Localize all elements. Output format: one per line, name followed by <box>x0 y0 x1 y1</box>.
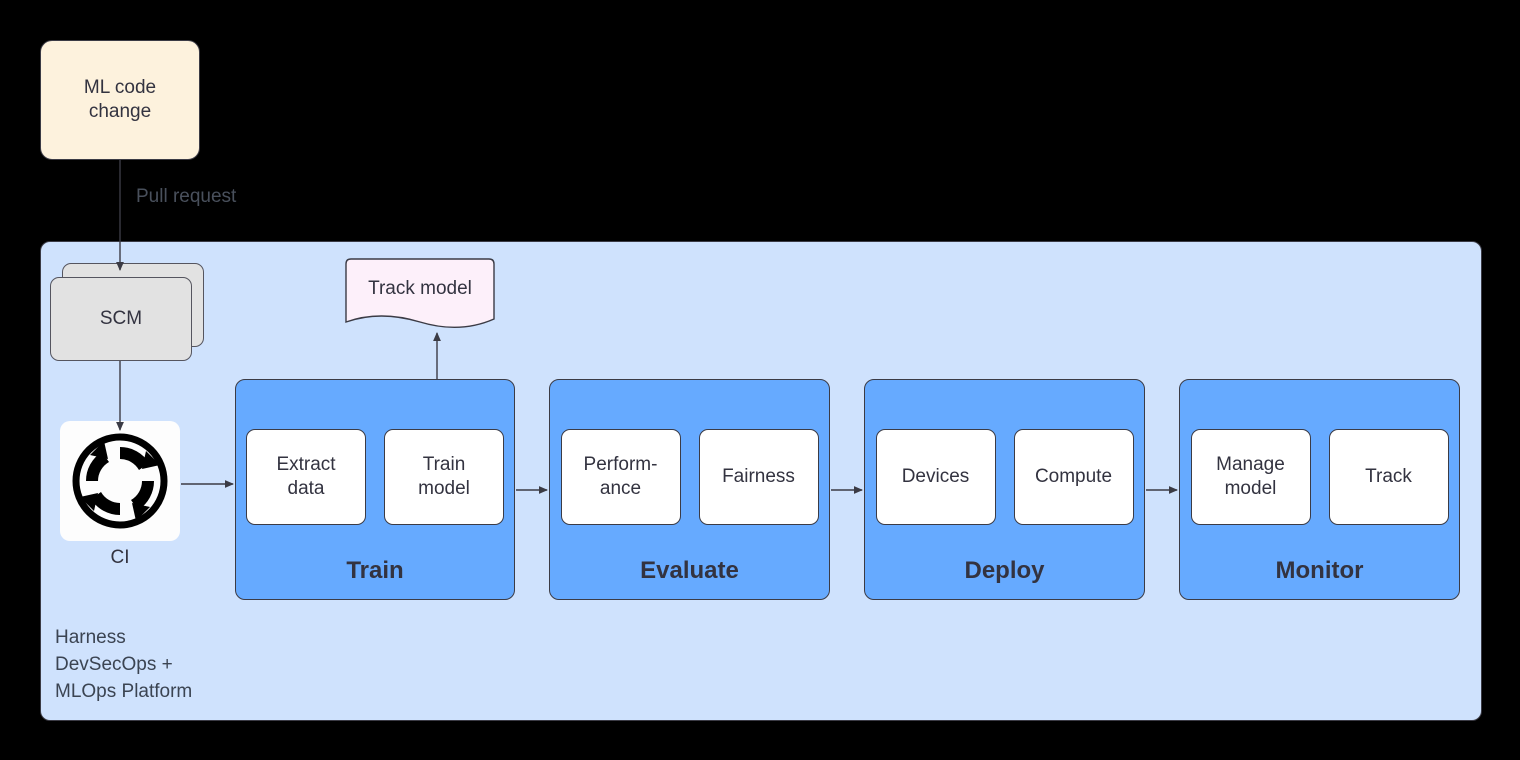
pull-request-edge-label: Pull request <box>136 186 237 207</box>
substep-train-model[interactable]: Train model <box>384 429 504 525</box>
stage-evaluate-title: Evaluate <box>640 557 739 584</box>
stage-deploy-substeps: Devices Compute <box>865 429 1144 525</box>
scm-node[interactable]: SCM <box>50 263 204 361</box>
stage-monitor-substeps: Manage model Track <box>1180 429 1459 525</box>
stage-deploy[interactable]: Devices Compute Deploy <box>864 379 1145 600</box>
stage-evaluate[interactable]: Perform- ance Fairness Evaluate <box>549 379 830 600</box>
stage-train-substeps: Extract data Train model <box>236 429 514 525</box>
ci-circular-arrows-icon <box>60 421 180 541</box>
ml-code-change-node[interactable]: ML code change <box>40 40 200 160</box>
ci-node[interactable] <box>60 421 180 541</box>
stage-monitor[interactable]: Manage model Track Monitor <box>1179 379 1460 600</box>
track-model-label: Track model <box>368 278 472 299</box>
substep-compute[interactable]: Compute <box>1013 429 1134 525</box>
substep-fairness[interactable]: Fairness <box>698 429 819 525</box>
platform-caption: Harness DevSecOps + MLOps Platform <box>55 627 193 702</box>
substep-extract-data[interactable]: Extract data <box>246 429 366 525</box>
substep-track[interactable]: Track <box>1328 429 1449 525</box>
stage-train-title: Train <box>346 557 404 584</box>
stage-evaluate-substeps: Perform- ance Fairness <box>550 429 829 525</box>
ci-label: CI <box>110 547 130 568</box>
track-model-document[interactable]: Track model <box>340 258 500 334</box>
stage-train[interactable]: Extract data Train model Train <box>235 379 515 600</box>
substep-manage-model[interactable]: Manage model <box>1190 429 1311 525</box>
stage-deploy-title: Deploy <box>964 557 1045 584</box>
stage-monitor-title: Monitor <box>1275 557 1364 584</box>
substep-devices[interactable]: Devices <box>875 429 996 525</box>
scm-card-front: SCM <box>50 277 192 361</box>
substep-performance[interactable]: Perform- ance <box>560 429 681 525</box>
